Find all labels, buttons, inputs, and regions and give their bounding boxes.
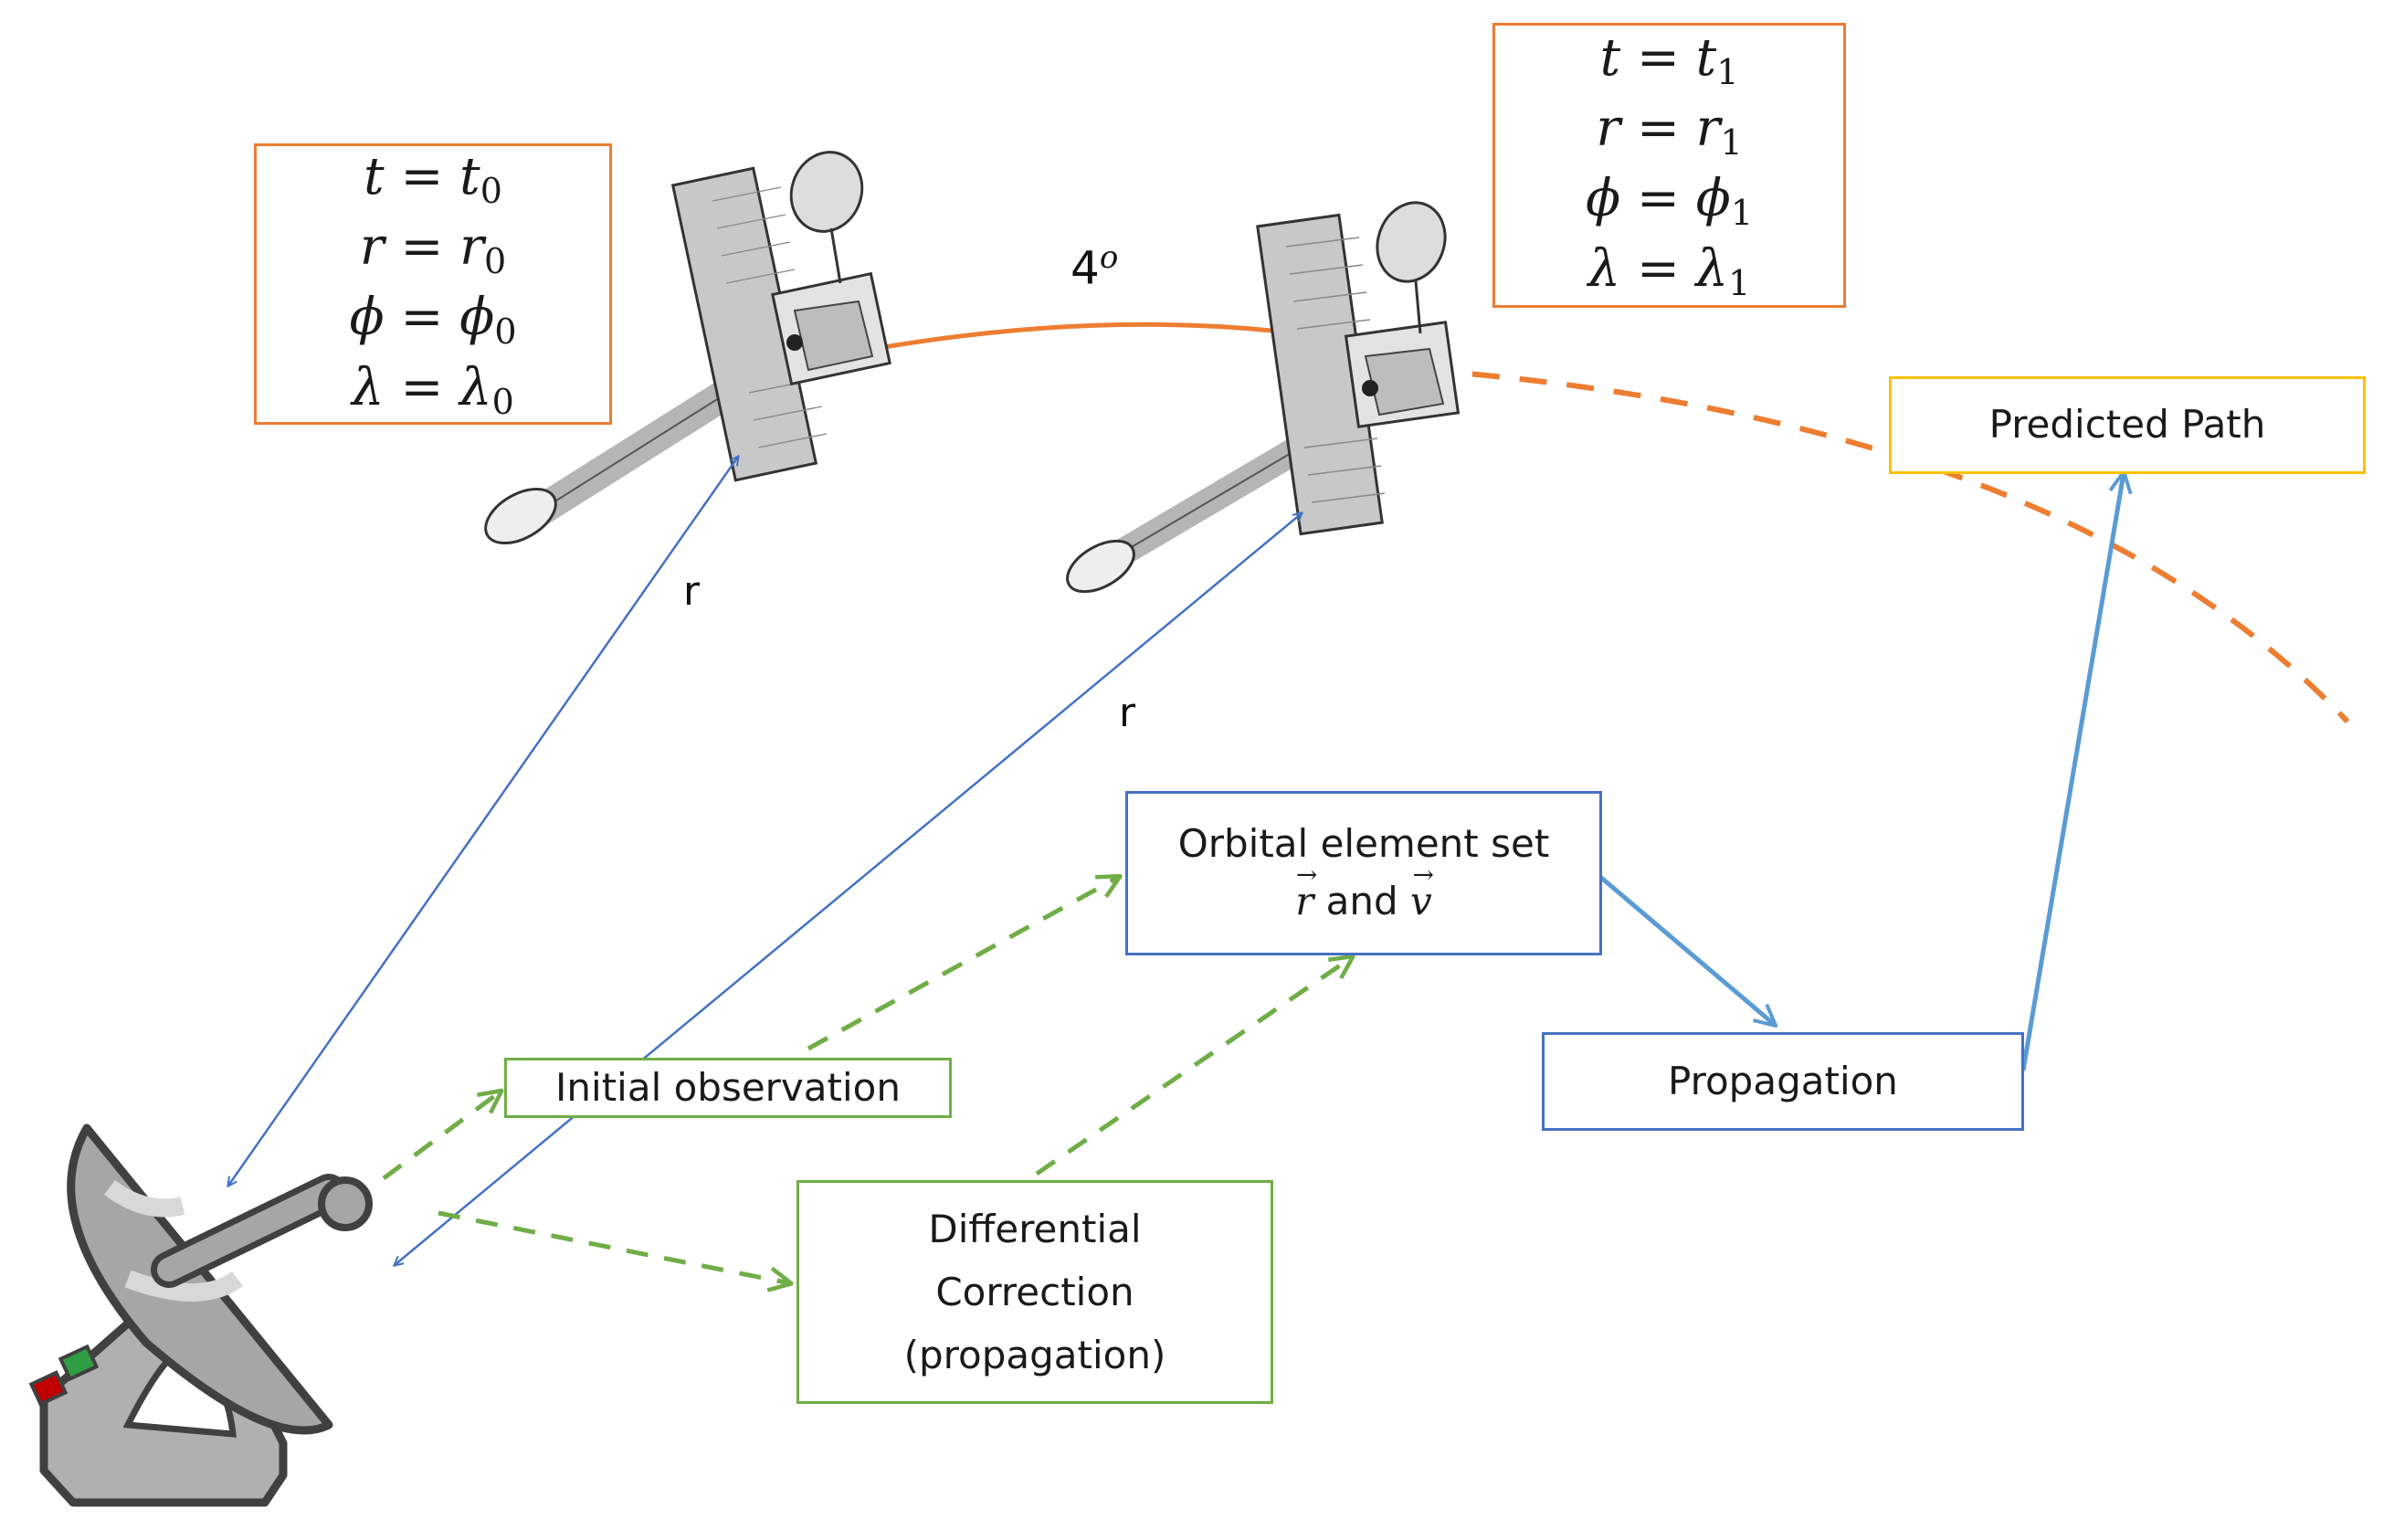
orbital-set-to-propagation-arrow (1598, 875, 1775, 1025)
range-line-2 (395, 513, 1302, 1265)
state-t1-line-3: ϕ = ϕ1 (1585, 169, 1754, 233)
differential-correction-box: Differential Correction (propagation) (796, 1180, 1273, 1404)
satellite-icon (1066, 201, 1461, 594)
orbital-element-set-box: Orbital element set r and v (1125, 791, 1602, 955)
angle-label: 4o (1070, 239, 1119, 295)
station-to-differential-correction-arrow (438, 1210, 790, 1283)
position-vector-symbol: r (1295, 877, 1313, 927)
predicted-path-label: Predicted Path (1988, 402, 2266, 448)
propagation-box: Propagation (1542, 1032, 2024, 1131)
state-t1-line-2: r = r1 (1596, 98, 1743, 163)
state-t1-line-1: t = t1 (1599, 27, 1739, 92)
propagation-to-predicted-path-arrow (2020, 473, 2124, 1071)
orbital-element-set-title: Orbital element set (1177, 821, 1550, 867)
orbital-element-set-vectors: r and v (1295, 877, 1432, 927)
differential-correction-line-2: Correction (935, 1269, 1134, 1314)
velocity-vector-symbol: v (1410, 877, 1432, 927)
initial-observation-label: Initial observation (555, 1064, 901, 1110)
state-t1-line-4: λ = λ1 (1587, 239, 1751, 304)
station-to-initial-observation-arrow (382, 1092, 501, 1181)
range-label-1: r (683, 568, 701, 615)
state-box-t1: t = t1 r = r1 ϕ = ϕ1 λ = λ1 (1492, 23, 1846, 308)
initial-observation-box: Initial observation (504, 1058, 952, 1118)
ground-station-dish-icon (28, 1123, 373, 1507)
differential-correction-line-3: (propagation) (903, 1333, 1166, 1378)
propagation-label: Propagation (1668, 1058, 1898, 1103)
state-t0-line-1: t = t0 (364, 146, 502, 211)
initial-observation-to-orbital-set-arrow (807, 877, 1119, 1051)
satellite-icon (484, 151, 891, 545)
state-t0-line-2: r = r0 (359, 216, 507, 281)
range-label-2: r (1119, 690, 1136, 736)
state-t0-line-3: ϕ = ϕ0 (349, 288, 517, 352)
state-box-t0: t = t0 r = r0 ϕ = ϕ0 λ = λ0 (254, 143, 612, 425)
differential-correction-line-1: Differential (928, 1206, 1142, 1251)
differential-correction-to-orbital-set-arrow (1035, 957, 1352, 1176)
predicted-path-box: Predicted Path (1889, 376, 2366, 474)
state-t0-line-4: λ = λ0 (352, 358, 514, 423)
